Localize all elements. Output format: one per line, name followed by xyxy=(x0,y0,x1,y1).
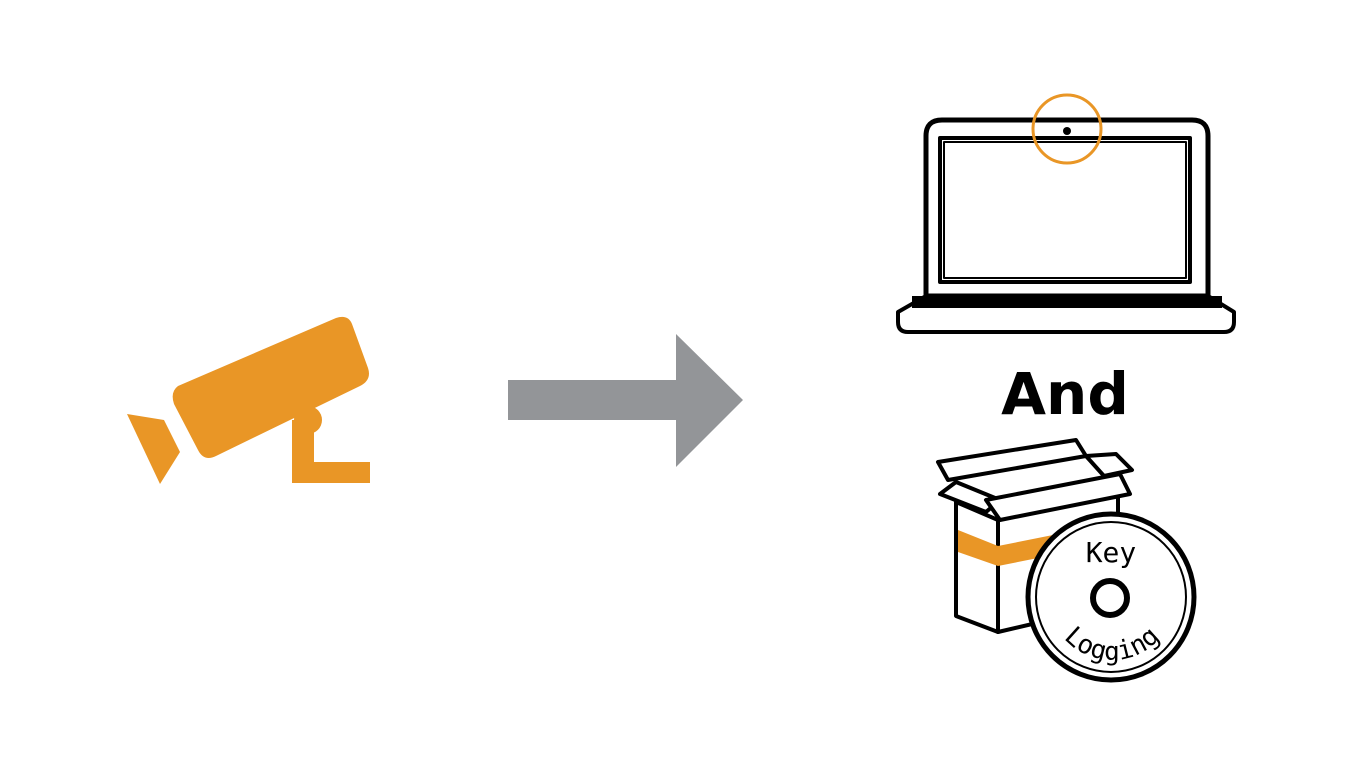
connector-label: And xyxy=(1001,360,1129,428)
webcam-highlight xyxy=(1031,93,1103,165)
disc-top-text: Key xyxy=(1086,536,1137,569)
